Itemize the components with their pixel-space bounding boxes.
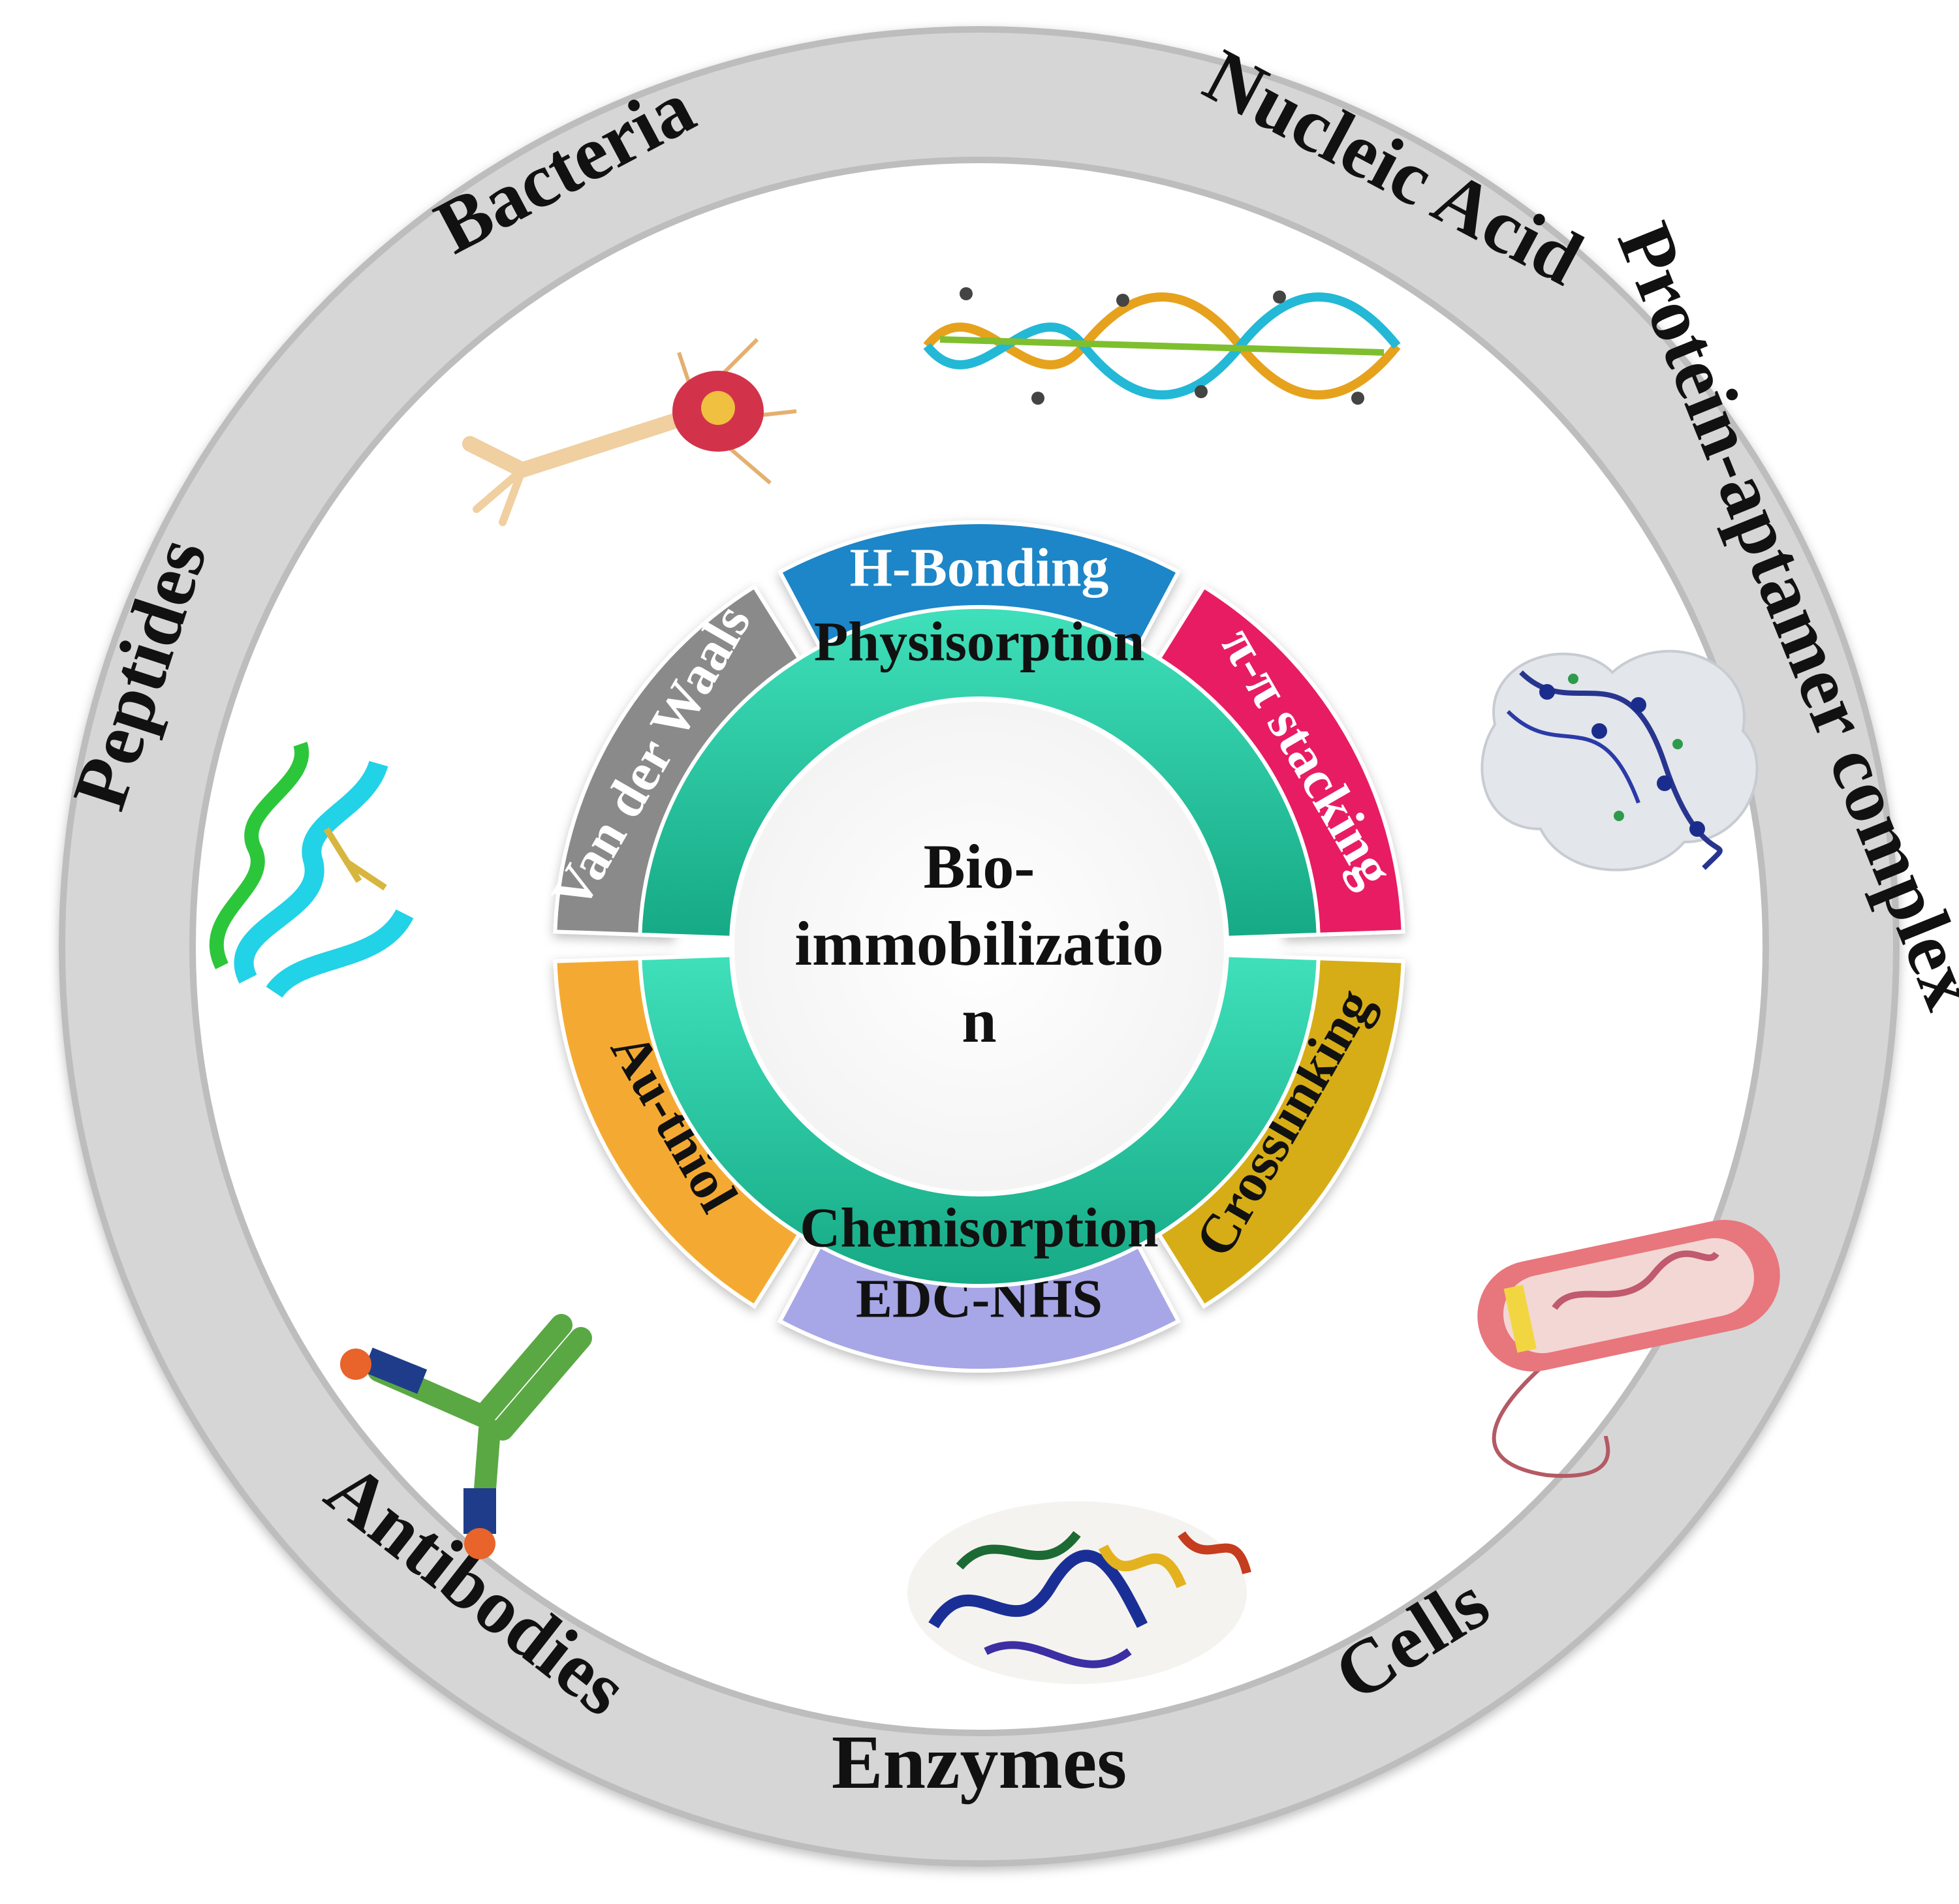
segment-label-h-bonding: H-Bonding bbox=[850, 537, 1109, 598]
neuron-cell bbox=[462, 337, 797, 526]
inner-segment-chemisorption bbox=[638, 953, 1321, 1288]
outer-label-enzymes: Enzymes bbox=[832, 1719, 1127, 1805]
enzyme-structure bbox=[907, 1501, 1251, 1684]
inner-segment-physisorption bbox=[638, 605, 1321, 940]
protein-aptamer-complex bbox=[1481, 649, 1759, 871]
inner-label-physisorption: Physisorption bbox=[814, 610, 1145, 673]
dna-double-helix bbox=[923, 287, 1401, 405]
center-title-line-2: immobilizatio bbox=[794, 909, 1163, 978]
center-disc: Bio- immobilizatio n bbox=[734, 702, 1224, 1191]
center-title-line-1: Bio- bbox=[924, 832, 1035, 901]
peptide-helix bbox=[210, 741, 414, 999]
center-title-line-3: n bbox=[962, 986, 996, 1055]
antibody bbox=[340, 1314, 592, 1559]
bacterium bbox=[1477, 1219, 1780, 1478]
inner-label-chemisorption: Chemisorption bbox=[800, 1196, 1158, 1259]
